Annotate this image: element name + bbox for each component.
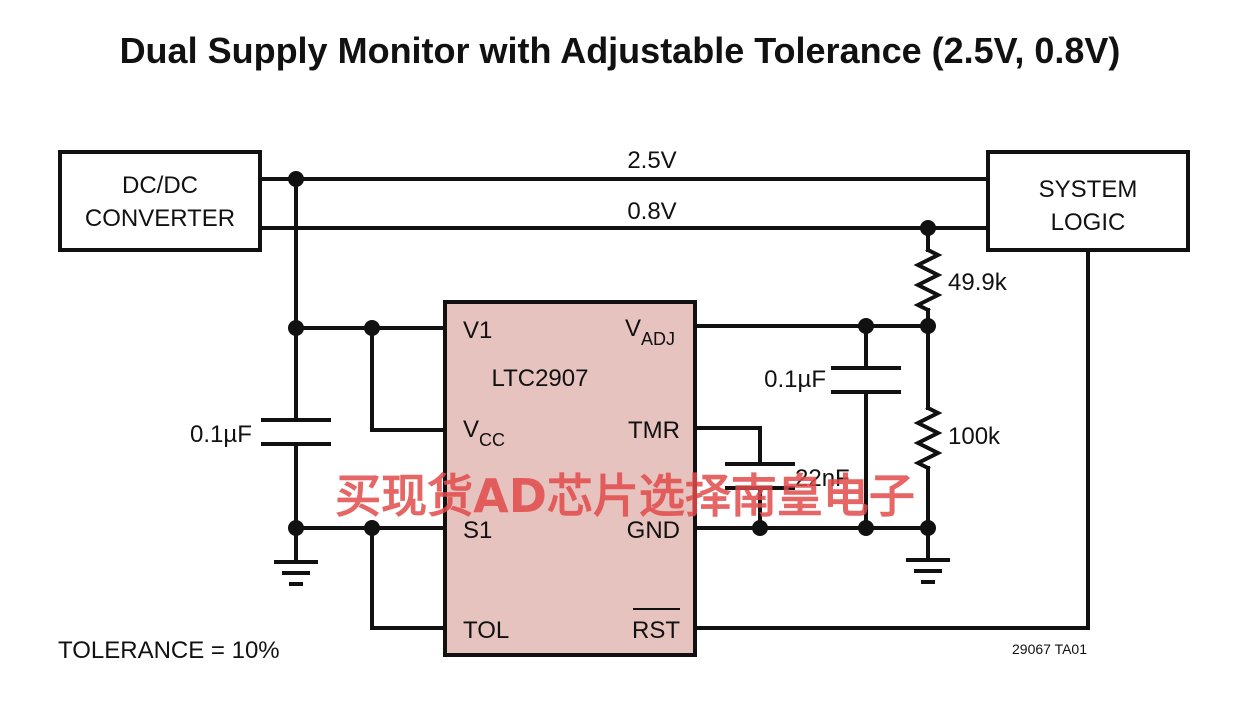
pin-gnd-label: GND [627, 517, 680, 544]
junction-dot [364, 320, 380, 336]
dcdc-label-line1: DC/DC [122, 172, 198, 199]
pin-vadj-label: VADJ [625, 315, 675, 349]
dcdc-label-line2: CONVERTER [85, 205, 235, 232]
res-bottom-label: 100k [948, 423, 1001, 450]
ground-left-icon [274, 560, 318, 586]
junction-dot [288, 320, 304, 336]
junction-dot [288, 520, 304, 536]
tolerance-note: TOLERANCE = 10% [58, 637, 280, 664]
rail-2v5-label: 2.5V [627, 147, 676, 174]
figure-id: 29067 TA01 [1012, 641, 1087, 657]
junction-dots [288, 171, 936, 536]
junction-dot [858, 520, 874, 536]
pin-tol-label: TOL [463, 617, 509, 644]
system-label-line2: LOGIC [1051, 209, 1126, 236]
junction-dot [920, 520, 936, 536]
resistor-100k-icon [913, 405, 943, 471]
junction-dot [858, 318, 874, 334]
rail-0v8-label: 0.8V [627, 198, 676, 225]
junction-dot [752, 520, 768, 536]
cap-tmr-label: 22nF [795, 465, 850, 492]
chip-name: LTC2907 [492, 365, 589, 392]
junction-dot [920, 318, 936, 334]
junction-dot [920, 220, 936, 236]
pin-v1-label: V1 [463, 317, 492, 344]
pin-vadj-main: V [625, 315, 641, 342]
junction-dot [288, 171, 304, 187]
page-title: Dual Supply Monitor with Adjustable Tole… [120, 30, 1121, 71]
pin-rst-label: RST [632, 617, 680, 644]
cap-left-label: 0.1µF [190, 421, 252, 448]
junction-dot [364, 520, 380, 536]
pin-vcc-sub: CC [479, 430, 505, 450]
pin-s1-label: S1 [463, 517, 492, 544]
system-logic-block [986, 150, 1190, 252]
pin-vcc-label: VCC [463, 416, 505, 450]
system-label-line1: SYSTEM [1039, 176, 1138, 203]
resistor-49k9-icon [913, 247, 943, 313]
dcdc-converter-block [58, 150, 262, 252]
cap-right-label: 0.1µF [764, 366, 826, 393]
pin-tmr-label: TMR [628, 417, 680, 444]
pin-vadj-sub: ADJ [641, 329, 675, 349]
pin-vcc-main: V [463, 416, 479, 443]
watermark-text: 买现货AD芯片选择南皇电子 [335, 469, 915, 523]
ground-right-icon [906, 558, 950, 584]
res-top-label: 49.9k [948, 269, 1008, 296]
ltc2907-chip [443, 300, 697, 657]
